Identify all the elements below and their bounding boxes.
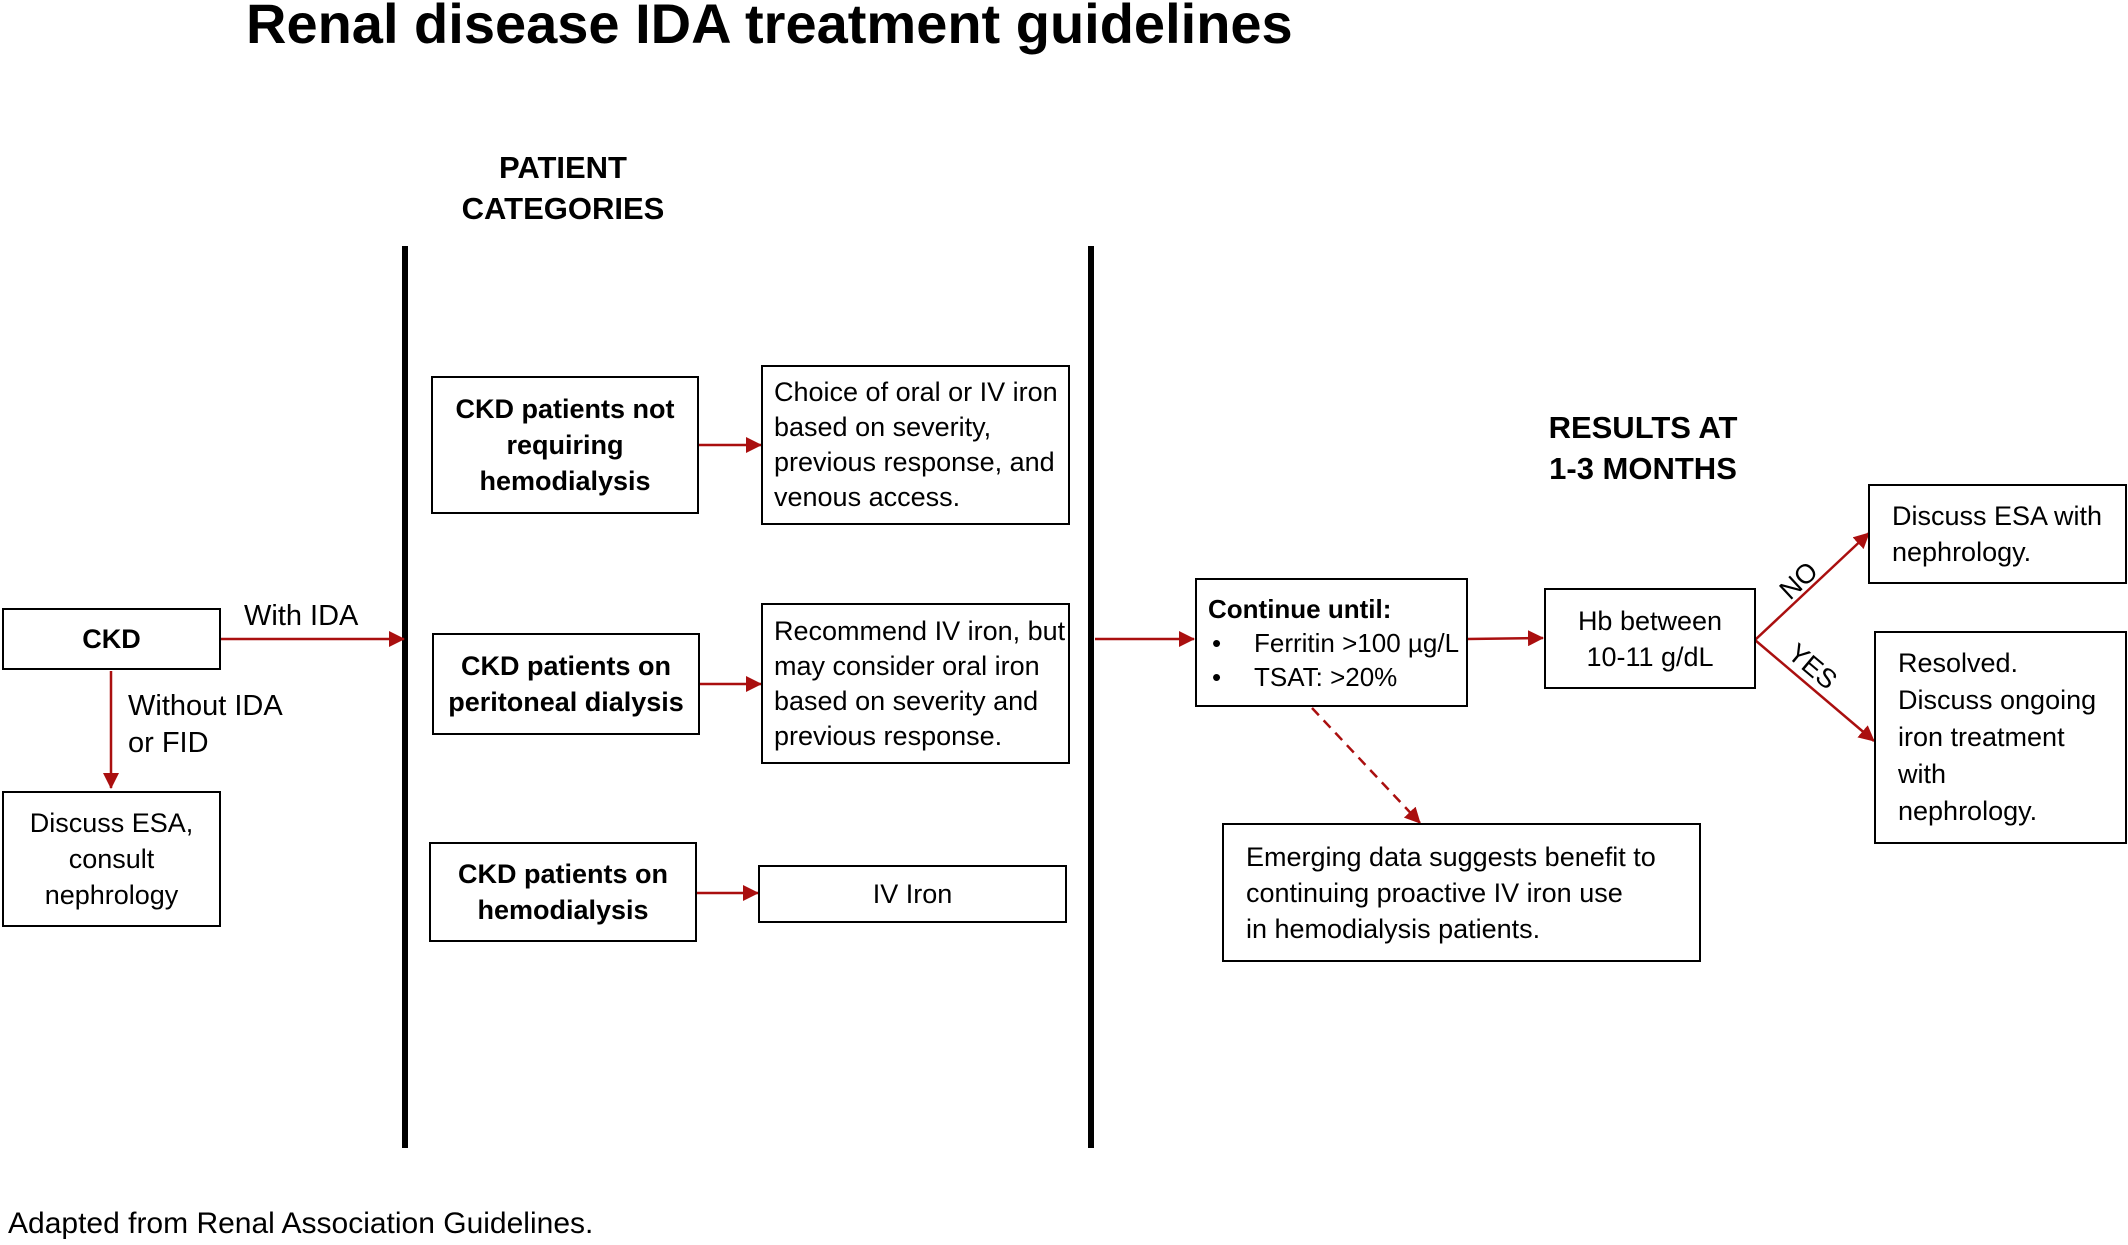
bullet-text: Ferritin >100 µg/L — [1254, 627, 1460, 658]
node-text: requiring — [506, 430, 624, 460]
node-ckd-peritoneal-dialysis: CKD patients on peritoneal dialysis — [432, 633, 700, 735]
bullet-marker: • — [1212, 627, 1222, 658]
arrow-continue-to-emerging-dashed — [1311, 707, 1421, 824]
node-text: CKD patients on — [460, 651, 671, 681]
node-text: with — [1898, 759, 1947, 789]
bullet-item: • Ferritin >100 µg/L — [1208, 626, 1459, 660]
node-text: venous access. — [774, 482, 961, 512]
edge-label-yes: YES — [1782, 638, 1843, 696]
bullet-marker: • — [1212, 661, 1222, 692]
bullet-text: TSAT: >20% — [1254, 661, 1398, 692]
node-iv-iron: IV Iron — [758, 865, 1067, 923]
edge-label-no: NO — [1774, 556, 1824, 606]
node-continue-until: Continue until: • Ferritin >100 µg/L • T… — [1195, 578, 1468, 707]
heading-patient-categories: PATIENT CATEGORIES — [433, 147, 693, 229]
node-text: Discuss ongoing — [1898, 685, 2097, 715]
node-ckd: CKD — [2, 608, 221, 670]
node-text: Hb between — [1577, 605, 1723, 636]
node-text: Choice of oral or IV iron — [774, 377, 1058, 407]
node-recommend-iv-iron: Recommend IV iron, but may consider oral… — [761, 603, 1070, 764]
node-text: CKD patients not — [455, 394, 675, 424]
node-ckd-on-hemodialysis: CKD patients on hemodialysis — [429, 842, 697, 942]
node-text: Discuss ESA, — [29, 808, 194, 838]
source-footnote: Adapted from Renal Association Guideline… — [8, 1207, 594, 1240]
node-text: based on severity, — [774, 412, 992, 442]
node-text: Resolved. — [1898, 648, 2019, 678]
node-discuss-esa-consult: Discuss ESA, consult nephrology — [2, 791, 221, 927]
node-text: may consider oral iron — [774, 650, 1040, 681]
node-text: Discuss ESA with — [1892, 501, 2103, 531]
arrow-continue-to-hb — [1466, 630, 1544, 647]
node-text: continuing proactive IV iron use — [1246, 877, 1623, 908]
heading-line: 1-3 MONTHS — [1549, 451, 1737, 486]
bullet-item: • TSAT: >20% — [1208, 660, 1397, 694]
node-text: Emerging data suggests benefit to — [1246, 841, 1656, 872]
node-text: consult — [68, 844, 155, 874]
edge-label-without-ida: Without IDA or FID — [128, 688, 283, 762]
node-emerging-data: Emerging data suggests benefit to contin… — [1222, 823, 1701, 962]
heading-results: RESULTS AT 1-3 MONTHS — [1513, 407, 1773, 489]
node-text: based on severity and — [774, 685, 1039, 716]
heading-line: CATEGORIES — [461, 191, 665, 226]
node-text: nephrology. — [1892, 537, 2032, 567]
node-text: Recommend IV iron, but — [774, 615, 1066, 646]
heading-line: RESULTS AT — [1548, 410, 1738, 445]
node-text: in hemodialysis patients. — [1246, 913, 1541, 944]
node-text: IV Iron — [872, 879, 953, 909]
node-ckd-not-requiring-hemodialysis: CKD patients not requiring hemodialysis — [431, 376, 699, 514]
node-text: nephrology — [44, 880, 179, 910]
node-text: nephrology. — [1898, 796, 2038, 826]
node-text: previous response, and — [774, 447, 1055, 477]
edge-label-line: Without IDA — [128, 690, 283, 722]
arrow-hb-to-discuss-esa — [1754, 532, 1870, 641]
node-text: CKD patients on — [457, 859, 668, 889]
node-text: iron treatment — [1898, 722, 2065, 752]
node-text: peritoneal dialysis — [448, 687, 684, 717]
node-text: hemodialysis — [479, 466, 651, 496]
heading-line: PATIENT — [498, 150, 627, 185]
edge-label-line: or FID — [128, 727, 209, 759]
node-heading: Continue until: — [1208, 593, 1392, 624]
node-text: 10-11 g/dL — [1586, 641, 1714, 672]
node-resolved: Resolved. Discuss ongoing iron treatment… — [1874, 631, 2127, 844]
node-text: CKD — [82, 624, 141, 654]
node-text: hemodialysis — [477, 895, 649, 925]
arrow-hb-to-resolved — [1754, 639, 1875, 742]
node-text: previous response. — [774, 720, 1003, 751]
node-discuss-esa-nephrology: Discuss ESA with nephrology. — [1868, 484, 2127, 584]
node-choice-oral-iv-iron: Choice of oral or IV iron based on sever… — [761, 365, 1070, 525]
edge-label-with-ida: With IDA — [244, 600, 359, 632]
page-title: Renal disease IDA treatment guidelines — [246, 0, 1293, 55]
node-hb-between: Hb between 10-11 g/dL — [1544, 588, 1756, 689]
